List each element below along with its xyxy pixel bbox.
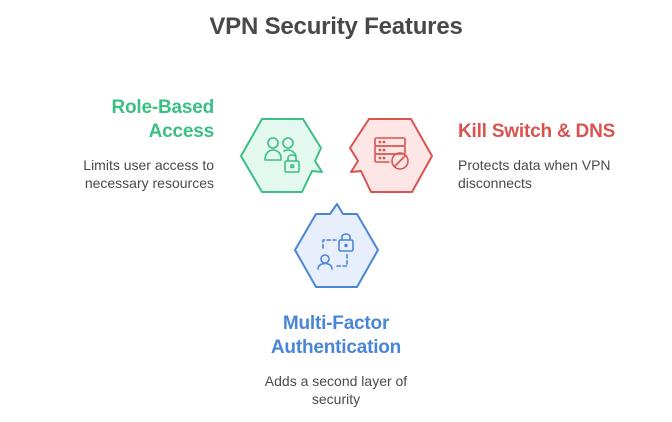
users-lock-icon [264,137,300,173]
dashed-frame-lower [336,252,348,267]
lock-body [284,160,300,173]
feature-description-line: Protects data when VPN [458,157,611,173]
feature-title-line: Authentication [270,337,402,358]
feature-title-kill-switch-dns: Kill Switch & DNS [458,120,668,144]
user-head-right [282,137,294,149]
lock-shackle [341,233,351,241]
lock-keyhole [290,164,295,169]
hexagon-multi-factor-authentication [294,203,379,288]
dashed-frame [322,239,337,249]
feature-description-line: necessary resources [84,175,214,191]
feature-title-line: Kill Switch & DNS [458,121,616,142]
hexagon-shape-blue [294,203,379,288]
blocked-slash [393,154,407,168]
server-led-1a [378,140,382,144]
server-led-2a [378,148,382,152]
feature-title-role-based-access: Role-Based Access [14,96,214,144]
feature-description-line: Limits user access to [83,157,214,173]
hexagon-kill-switch-dns [349,118,433,193]
lock-shackle [287,154,297,162]
server-led-3a [378,156,382,160]
hexagon-shape-red [349,118,433,193]
page-title: VPN Security Features [209,13,463,40]
user-body-left [264,149,282,161]
feature-description-line: security [311,391,361,407]
user-body [317,262,333,270]
server-rack-3 [374,153,396,163]
feature-description-kill-switch-dns: Protects data when VPN disconnects [458,156,648,192]
feature-description-line: disconnects [458,175,532,191]
server-led-2b [382,148,386,152]
blocked-circle [391,152,409,170]
user-lock-auth-icon [317,233,354,270]
feature-title-line: Multi-Factor [282,313,390,334]
feature-title-multi-factor-authentication: Multi-Factor Authentication [216,312,456,360]
lock-body [338,239,354,252]
hexagon-role-based-access [240,118,323,193]
user-body-right [283,149,297,157]
server-blocked-icon [374,137,409,170]
feature-title-line: Role-Based [111,97,214,118]
hexagon-shape-green [240,118,323,193]
feature-title-line: Access [148,121,215,142]
feature-description-role-based-access: Limits user access to necessary resource… [14,156,214,192]
feature-description-multi-factor-authentication: Adds a second layer of security [236,372,436,408]
server-led-1b [382,140,386,144]
feature-description-line: Adds a second layer of [264,373,408,389]
server-led-3b [382,156,386,160]
user-head-left [267,137,279,149]
lock-keyhole [344,243,348,248]
